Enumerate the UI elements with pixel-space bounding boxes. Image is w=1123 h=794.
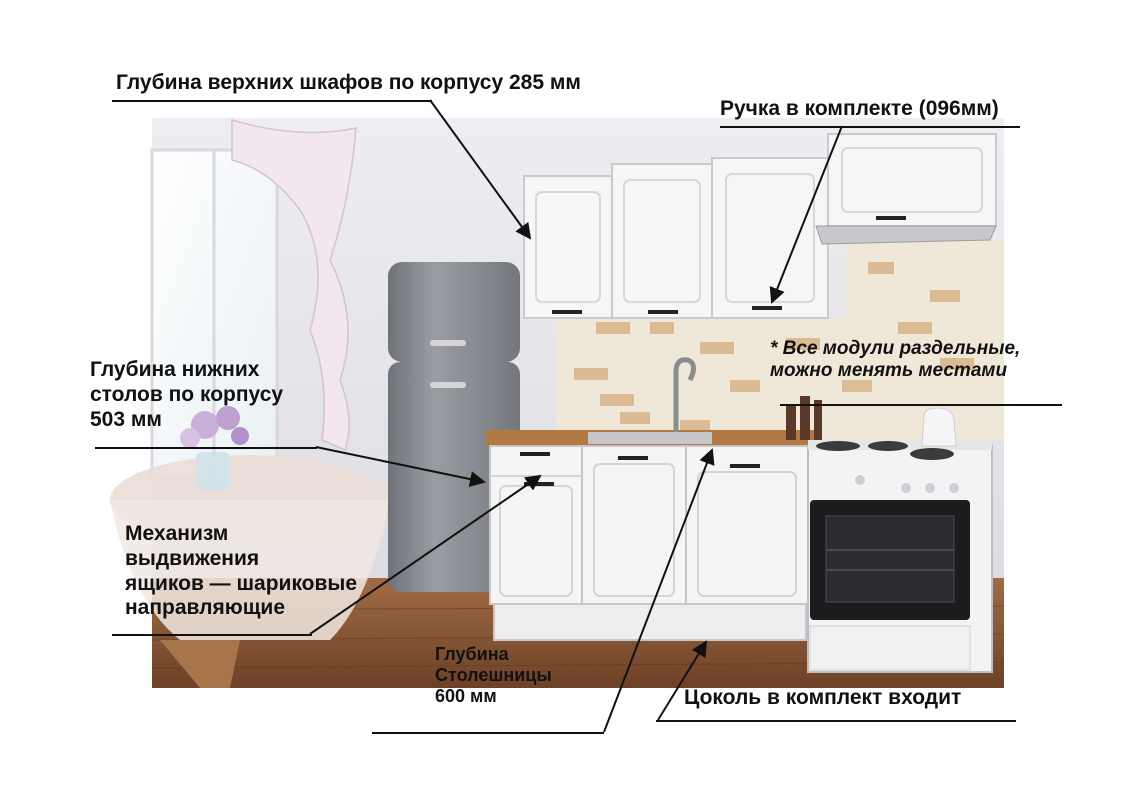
flower-vase xyxy=(180,406,249,490)
kettle-icon xyxy=(921,407,957,447)
plinth-label: Цоколь в комплект входит xyxy=(684,686,962,709)
callout-line xyxy=(112,634,312,636)
upper-cabinets xyxy=(523,133,997,319)
callout-line xyxy=(656,720,1016,722)
sink xyxy=(588,432,712,444)
drawer-mechanism-label: Механизм выдвижения ящиков — шариковые н… xyxy=(125,522,358,620)
lower-depth-label: Глубина нижних столов по корпусу 503 мм xyxy=(90,358,284,431)
countertop-depth-label: Глубина Столешницы 600 мм xyxy=(435,644,552,707)
backsplash xyxy=(556,240,1004,440)
handle-label: Ручка в комплекте (096мм) xyxy=(720,97,999,120)
upper-cabinet-depth-label: Глубина верхних шкафов по корпусу 285 мм xyxy=(116,71,581,94)
window xyxy=(150,148,279,482)
curtain xyxy=(231,118,357,452)
spice-rack xyxy=(786,396,822,440)
callout-line xyxy=(95,447,317,449)
callout-line xyxy=(112,100,432,102)
oven-icon xyxy=(807,440,993,673)
faucet-icon xyxy=(673,357,696,440)
callout-line xyxy=(780,404,1062,406)
modules-note-label: * Все модули раздельные, можно менять ме… xyxy=(770,338,1021,382)
callout-line xyxy=(720,126,1020,128)
callout-line xyxy=(372,732,604,734)
